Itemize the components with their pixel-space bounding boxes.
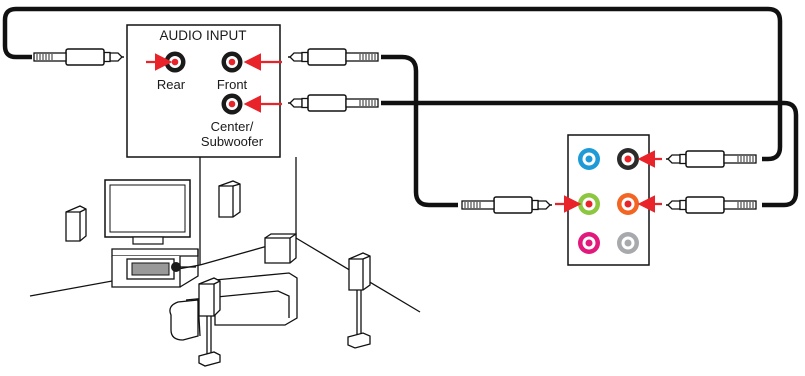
gray-jack (617, 232, 639, 254)
tv-cabinet-icon (111, 248, 199, 288)
cable-lines (2, 6, 799, 208)
front-label: Front (217, 77, 248, 92)
orange-jack (617, 193, 639, 215)
tv-icon (104, 179, 191, 245)
panel-arrows (555, 150, 662, 213)
rear-label: Rear (157, 77, 186, 92)
black-jack (617, 148, 639, 170)
right-front-speaker-icon (218, 180, 241, 218)
audio-input-title: AUDIO INPUT (159, 28, 246, 43)
left-front-speaker-icon (65, 205, 87, 242)
center-cable-plug-icon (288, 95, 378, 111)
rear-right-speaker-icon (347, 252, 371, 349)
front-input-jack (221, 51, 243, 73)
panel-center-plug-icon (666, 197, 756, 213)
rear-io-panel (567, 134, 650, 266)
input-arrows (146, 53, 282, 113)
center-subwoofer-input-jack (221, 93, 243, 115)
pink-jack (578, 232, 600, 254)
center-label-line2: Subwoofer (201, 134, 264, 149)
rear-cable-plug-icon (33, 48, 125, 66)
panel-front-plug-icon (461, 196, 553, 214)
center-label-line1: Center/ (211, 119, 254, 134)
green-jack (578, 193, 600, 215)
audio-input-panel: AUDIO INPUT Rear Front Center/ Subwoofer (126, 24, 281, 158)
front-cable-plug-icon (288, 49, 378, 65)
blue-jack (578, 148, 600, 170)
sofa-icon (169, 272, 298, 341)
rear-left-speaker-icon (198, 277, 221, 367)
panel-rear-plug-icon (666, 151, 756, 167)
subwoofer-icon (264, 232, 297, 264)
